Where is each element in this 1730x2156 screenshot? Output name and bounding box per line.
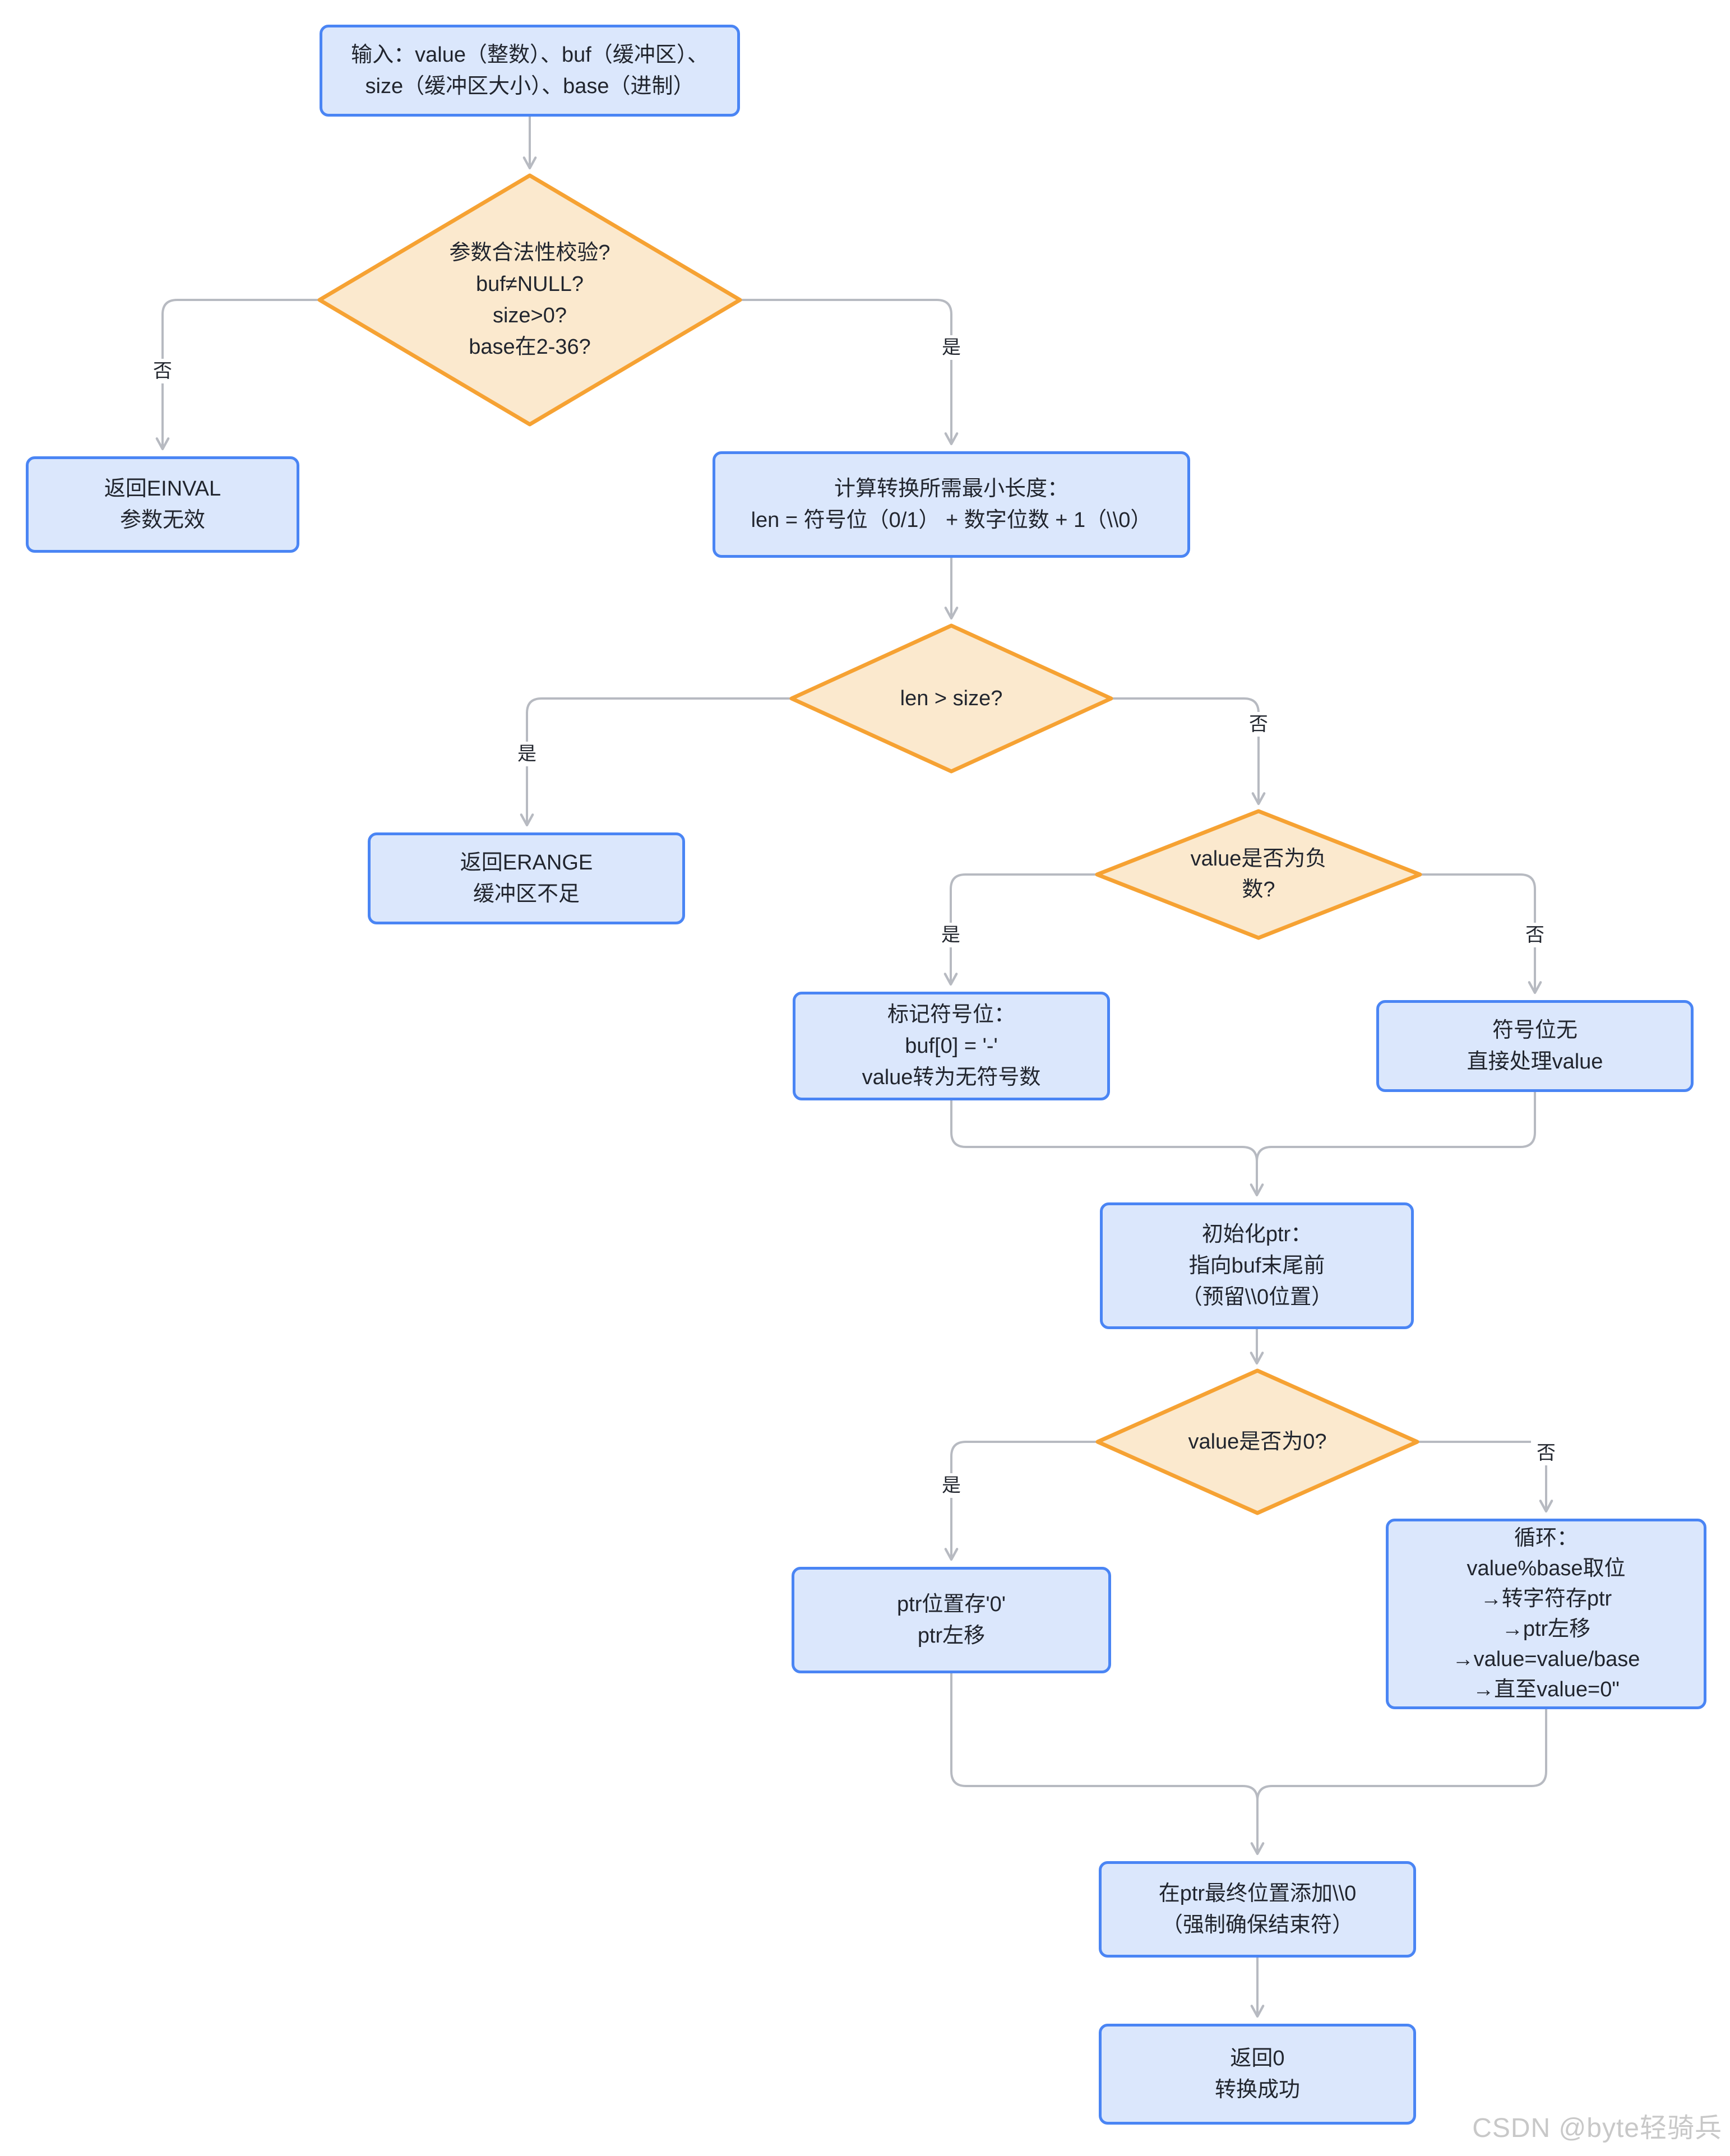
node-return-success-text: 返回0 [1230,2047,1285,2070]
label-lensize-yes: 是 [512,742,542,766]
node-convert-loop-text: →转字符存ptr [1480,1587,1612,1611]
decision-value-negative [1095,809,1422,940]
decision-value-zero [1095,1368,1419,1515]
node-convert-loop-text: value%base取位 [1467,1557,1626,1580]
node-return-einval-text: 返回EINVAL [104,477,221,501]
edge-negative-mark [943,873,1097,986]
node-return-einval-text: 参数无效 [119,508,205,532]
node-no-sign-text: 直接处理value [1467,1050,1603,1074]
decision-line: value是否为0? [1188,1429,1327,1454]
node-return-success-text: 转换成功 [1214,2078,1300,2102]
node-calc-length-text: 计算转换所需最小长度： [834,477,1068,501]
node-add-terminator: 在ptr最终位置添加\\0 （强制确保结束符） [1099,1861,1416,1958]
node-return-erange: 返回ERANGE 缓冲区不足 [368,832,685,924]
edge-check-calc [740,299,959,446]
label-zero-no: 否 [1531,1441,1561,1465]
decision-value-zero-text: value是否为0? [1117,1425,1398,1459]
node-start-text: 输入：value（整数）、buf（缓冲区）、 [351,43,709,67]
label-negative-yes: 是 [936,923,966,947]
label-check-yes: 是 [936,335,966,360]
node-return-einval: 返回EINVAL 参数无效 [26,456,299,553]
label-zero-yes: 是 [936,1473,966,1498]
node-mark-sign-text: 标记符号位： [887,1003,1015,1026]
label-check-no: 否 [147,359,178,383]
node-init-ptr-text: 指向buf末尾前 [1188,1254,1325,1278]
node-add-terminator-text: （强制确保结束符） [1161,1913,1353,1937]
node-no-sign: 符号位无 直接处理value [1376,1000,1694,1092]
edge-loop-addnull [1256,1709,1547,1816]
decision-len-gt-size-text: len > size? [811,682,1091,715]
node-store-zero-text: ptr左移 [917,1624,986,1648]
node-return-erange-text: 返回ERANGE [460,851,593,875]
node-init-ptr-text: （预留\\0位置） [1181,1285,1333,1309]
decision-value-negative-text: value是否为负 数? [1141,841,1376,908]
decision-line: value是否为负 [1190,847,1327,871]
decision-check-params [317,173,742,427]
node-calc-length-text: len = 符号位（0/1） + 数字位数 + 1（\\0） [751,508,1152,532]
edge-mark-init [950,1100,1264,1197]
node-store-zero: ptr位置存'0' ptr左移 [792,1567,1111,1673]
csdn-watermark: CSDN @byte轻骑兵 [1472,2113,1722,2143]
label-lensize-no: 否 [1243,712,1274,737]
decision-line: base在2-36? [469,335,591,359]
node-convert-loop-text: →value=value/base [1452,1648,1640,1671]
decision-line: size>0? [492,304,567,327]
edge-negative-nosign [1420,873,1542,994]
decision-len-gt-size [789,623,1113,774]
node-start: 输入：value（整数）、buf（缓冲区）、 size（缓冲区大小）、base（… [320,25,740,117]
node-calc-length: 计算转换所需最小长度： len = 符号位（0/1） + 数字位数 + 1（\\… [713,451,1190,558]
decision-line: 数? [1242,878,1275,901]
node-no-sign-text: 符号位无 [1492,1019,1578,1042]
node-convert-loop-text: →直至value=0" [1473,1678,1620,1701]
edge-zero-loop [1417,1441,1553,1513]
node-store-zero-text: ptr位置存'0' [897,1593,1006,1616]
decision-line: len > size? [900,686,1003,710]
label-negative-no: 否 [1520,923,1550,947]
node-convert-loop: 循环： value%base取位 →转字符存ptr →ptr左移 →value=… [1386,1519,1706,1709]
node-return-success: 返回0 转换成功 [1099,2024,1416,2125]
node-init-ptr-text: 初始化ptr： [1201,1223,1312,1246]
edge-lensize-negative [1111,697,1266,806]
edge-lensize-erange [520,697,792,827]
edge-zero-store [944,1441,1098,1561]
node-mark-sign-text: value转为无符号数 [862,1066,1041,1089]
node-mark-sign-text: buf[0] = '-' [905,1034,998,1058]
node-mark-sign: 标记符号位： buf[0] = '-' value转为无符号数 [793,992,1110,1100]
node-add-terminator-text: 在ptr最终位置添加\\0 [1158,1882,1357,1905]
edge-nosign-init [1256,1092,1536,1177]
edge-check-einval [155,299,320,451]
decision-line: buf≠NULL? [476,272,584,296]
node-return-erange-text: 缓冲区不足 [473,882,580,906]
edge-store-addnull [950,1673,1265,1856]
decision-line: 参数合法性校验? [449,241,610,265]
node-init-ptr: 初始化ptr： 指向buf末尾前 （预留\\0位置） [1100,1202,1414,1329]
node-convert-loop-text: →ptr左移 [1501,1617,1591,1641]
node-start-text: size（缓冲区大小）、base（进制） [365,75,695,98]
node-convert-loop-text: 循环： [1514,1526,1578,1550]
decision-check-params-text: 参数合法性校验? buf≠NULL? size>0? base在2-36? [356,233,704,367]
